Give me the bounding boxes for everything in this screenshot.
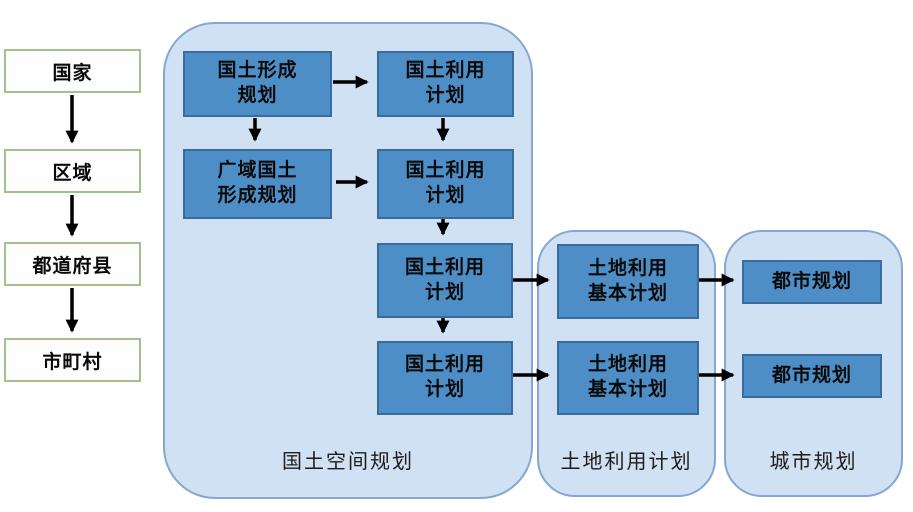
hierarchy-level-nation: 国家 (4, 49, 141, 93)
node-land-use-basic-plan-2: 土地利用 基本计划 (557, 341, 699, 415)
panel-land-use-planning: 土地利用 基本计划 土地利用 基本计划 土地利用计划 (537, 230, 716, 497)
panel-label-land-use-planning: 土地利用计划 (560, 451, 693, 473)
hierarchy-level-municipality: 市町村 (4, 338, 141, 382)
node-national-land-use-plan-1: 国土利用 计划 (377, 51, 514, 117)
panel-city-planning: 都市规划 都市规划 城市规划 (724, 230, 903, 497)
node-national-land-use-plan-2: 国土利用 计划 (377, 149, 514, 219)
node-city-plan-2: 都市规划 (742, 354, 882, 398)
node-national-land-use-plan-4: 国土利用 计划 (377, 341, 513, 415)
node-wide-area-land-formation-plan: 广域国土 形成规划 (183, 149, 332, 219)
node-land-use-basic-plan-1: 土地利用 基本计划 (557, 244, 699, 319)
node-national-land-formation-plan: 国土形成 规划 (183, 51, 332, 117)
panel-label-city-planning: 城市规划 (769, 451, 858, 473)
node-city-plan-1: 都市规划 (742, 260, 882, 304)
panel-label-national-spatial-planning: 国土空间规划 (282, 451, 414, 473)
node-national-land-use-plan-3: 国土利用 计划 (377, 243, 513, 318)
panel-national-spatial-planning: 国土形成 规划 国土利用 计划 广域国土 形成规划 国土利用 计划 国土利用 计… (163, 22, 533, 499)
hierarchy-level-region: 区域 (4, 149, 141, 193)
hierarchy-level-prefecture: 都道府县 (4, 242, 141, 286)
